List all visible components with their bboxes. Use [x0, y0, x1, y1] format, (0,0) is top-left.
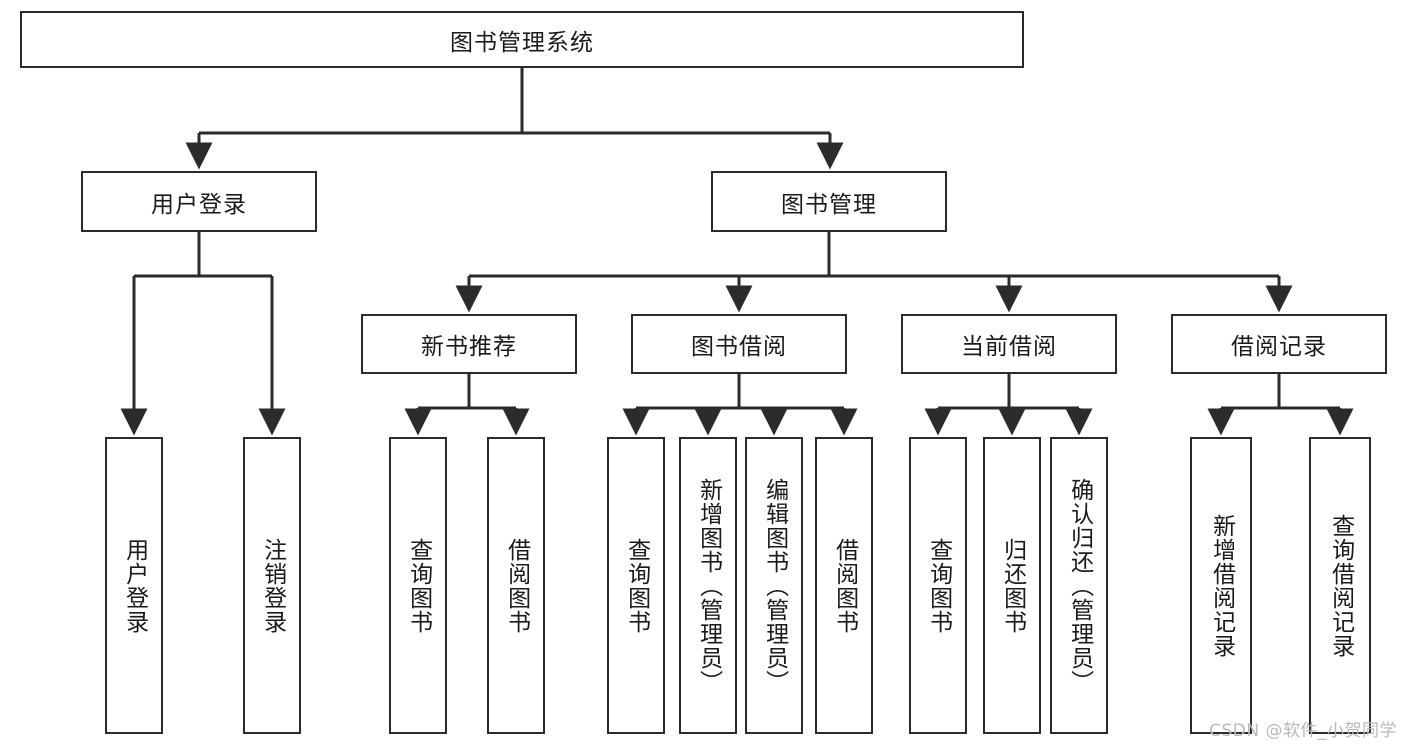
leaf-confirm-return-label: 确认归还（管理员） — [1066, 477, 1093, 694]
leaf-user-login-label: 用户登录 — [121, 537, 148, 634]
node-current-borrow[interactable]: 当前借阅 — [901, 314, 1117, 374]
leaf-edit-book[interactable]: 编辑图书（管理员） — [745, 437, 803, 734]
leaf-return-book-label: 归还图书 — [999, 537, 1026, 634]
node-borrow-record-label: 借阅记录 — [1231, 334, 1327, 360]
node-root[interactable]: 图书管理系统 — [20, 11, 1024, 68]
leaf-query-book-2-label: 查询图书 — [623, 537, 650, 634]
csdn-watermark: CSDN @软件_小贺同学 — [1209, 721, 1397, 741]
leaf-borrow-book-1-label: 借阅图书 — [503, 537, 530, 634]
leaf-logout[interactable]: 注销登录 — [243, 437, 301, 734]
leaf-query-book-3-label: 查询图书 — [925, 537, 952, 634]
node-current-borrow-label: 当前借阅 — [961, 334, 1057, 360]
leaf-add-record-label: 新增借阅记录 — [1208, 513, 1235, 658]
node-root-label: 图书管理系统 — [450, 29, 594, 56]
leaf-borrow-book-2[interactable]: 借阅图书 — [815, 437, 873, 734]
node-book-manage[interactable]: 图书管理 — [711, 171, 947, 232]
leaf-add-book[interactable]: 新增图书（管理员） — [679, 437, 737, 734]
node-user-login-label: 用户登录 — [151, 191, 247, 218]
leaf-query-book-1[interactable]: 查询图书 — [389, 437, 447, 734]
leaf-query-book-3[interactable]: 查询图书 — [909, 437, 967, 734]
leaf-edit-book-label: 编辑图书（管理员） — [761, 477, 788, 694]
node-book-manage-label: 图书管理 — [781, 191, 877, 218]
leaf-query-book-1-label: 查询图书 — [405, 537, 432, 634]
leaf-add-book-label: 新增图书（管理员） — [695, 477, 722, 694]
leaf-return-book[interactable]: 归还图书 — [983, 437, 1041, 734]
leaf-query-book-2[interactable]: 查询图书 — [607, 437, 665, 734]
node-book-borrow-label: 图书借阅 — [691, 334, 787, 360]
node-new-book-rec-label: 新书推荐 — [421, 334, 517, 360]
leaf-add-record[interactable]: 新增借阅记录 — [1190, 437, 1252, 734]
leaf-borrow-book-1[interactable]: 借阅图书 — [487, 437, 545, 734]
node-new-book-rec[interactable]: 新书推荐 — [361, 314, 577, 374]
leaf-confirm-return[interactable]: 确认归还（管理员） — [1050, 437, 1108, 734]
leaf-user-login[interactable]: 用户登录 — [105, 437, 163, 734]
leaf-borrow-book-2-label: 借阅图书 — [831, 537, 858, 634]
node-borrow-record[interactable]: 借阅记录 — [1171, 314, 1387, 374]
leaf-query-record-label: 查询借阅记录 — [1327, 513, 1354, 658]
leaf-query-record[interactable]: 查询借阅记录 — [1309, 437, 1371, 734]
node-book-borrow[interactable]: 图书借阅 — [631, 314, 847, 374]
node-user-login[interactable]: 用户登录 — [81, 171, 317, 232]
leaf-logout-label: 注销登录 — [259, 537, 286, 634]
